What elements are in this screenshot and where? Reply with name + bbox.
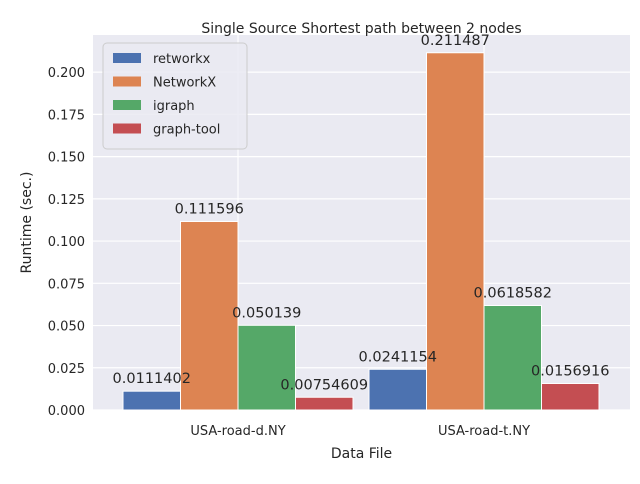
bar-value-label: 0.111596 [175,201,244,217]
y-tick-label: 0.100 [48,235,85,250]
y-axis-label: Runtime (sec.) [19,172,35,274]
y-tick-label: 0.025 [48,362,85,377]
bar-graph-tool-0 [295,396,354,411]
y-tick-label: 0.125 [48,193,85,208]
bar-igraph-1 [483,305,542,411]
bar-retworkx-1 [368,368,427,411]
legend-label: retworkx [153,52,211,67]
bar-value-label: 0.050139 [232,305,301,321]
y-tick-label: 0.075 [48,277,85,292]
x-tick-label: USA-road-t.NY [438,424,530,439]
bar-value-label: 0.00754609 [280,377,368,393]
bar-igraph-0 [237,324,296,411]
bar-retworkx-0 [122,390,181,411]
bars [122,52,600,411]
legend-swatch-retworkx [113,53,141,63]
y-tick-labels: 0.000 0.025 0.050 0.075 0.100 0.125 0.150 0.175… [48,66,85,419]
legend-label: graph-tool [153,123,220,138]
bar-value-label: 0.0156916 [531,363,609,379]
y-tick-label: 0.000 [48,404,85,419]
y-tick-label: 0.200 [48,66,85,81]
bar-value-label: 0.0618582 [474,286,552,302]
bar-value-labels: 0.0111402 0.111596 0.050139 0.00754609 0.024… [113,33,610,393]
legend-swatch-graph-tool [113,123,141,134]
chart-title: Single Source Shortest path between 2 no… [201,21,521,37]
x-axis-label: Data File [331,446,392,462]
bar-value-label: 0.0111402 [113,371,191,387]
bar-graph-tool-1 [541,382,600,411]
legend-box [102,42,248,150]
x-tick-labels: USA-road-d.NY USA-road-t.NY [190,424,530,439]
bar-value-label: 0.0241154 [359,349,437,365]
y-tick-label: 0.150 [48,151,85,166]
bar-networkx-0 [180,220,239,411]
x-tick-label: USA-road-d.NY [190,424,285,439]
legend-label: NetworkX [153,76,216,91]
legend-label: igraph [153,99,195,114]
legend-swatch-networkx [113,76,141,87]
y-tick-label: 0.175 [48,108,85,123]
legend-swatch-igraph [113,100,141,110]
y-tick-label: 0.050 [48,320,85,335]
bar-networkx-1 [426,52,485,411]
bar-value-label: 0.211487 [421,33,490,49]
